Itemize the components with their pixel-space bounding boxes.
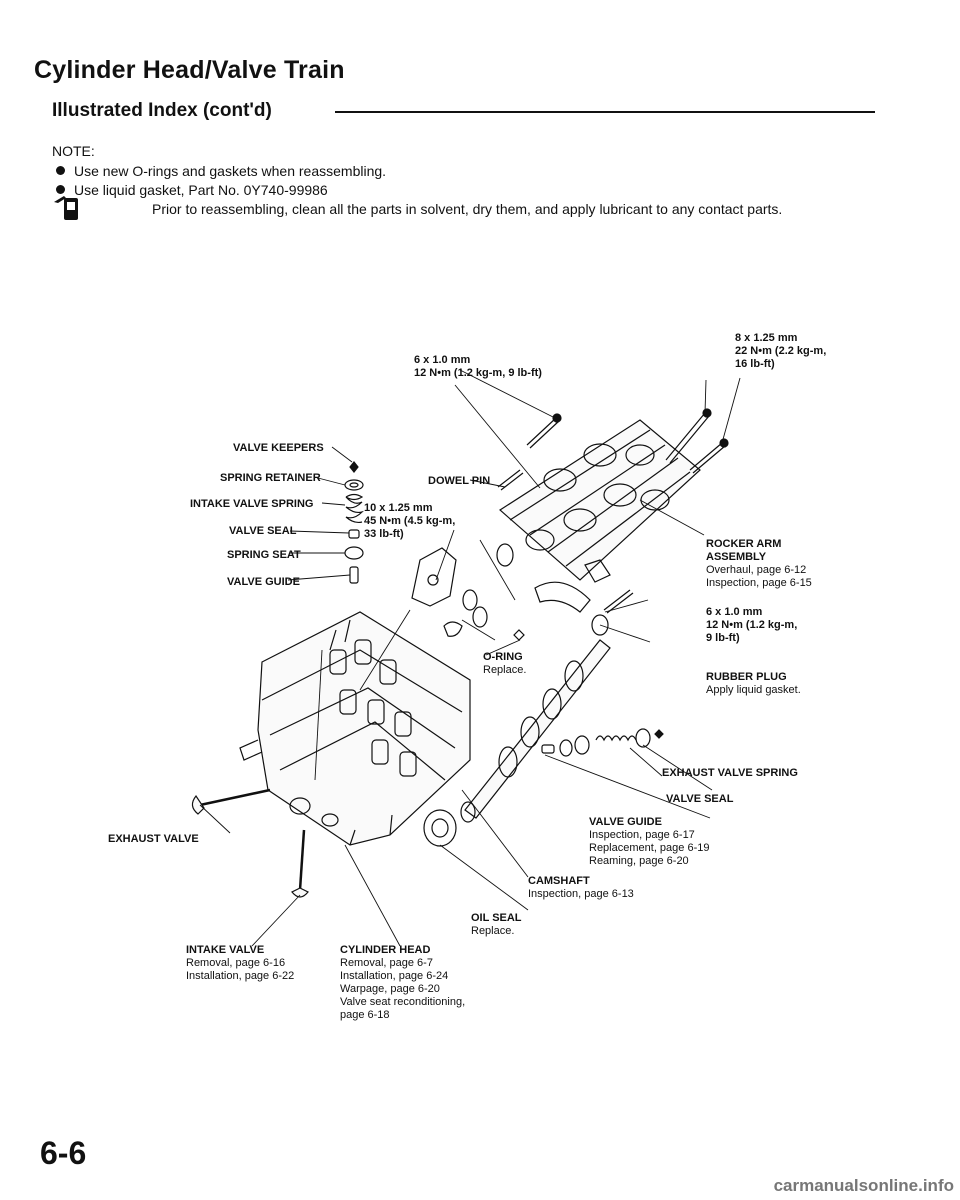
rocker-arm-label-cont: ASSEMBLY <box>706 551 767 563</box>
cylinder-head-label: CYLINDER HEAD <box>340 944 431 956</box>
o-ring-label: O-RING <box>483 651 523 663</box>
cylinder-head-ref: Removal, page 6-7 <box>340 957 433 969</box>
rubber-plug-ref: Apply liquid gasket. <box>706 684 801 696</box>
rocker-arm-ref: Inspection, page 6-15 <box>706 577 812 589</box>
dowel-pin-label: DOWEL PIN <box>428 475 491 487</box>
valve-seal-right-label: VALVE SEAL <box>666 793 734 805</box>
valve-guide-right-ref: Replacement, page 6-19 <box>589 842 710 854</box>
valve-guide-right-ref: Reaming, page 6-20 <box>589 855 689 867</box>
rocker-arm-ref: Overhaul, page 6-12 <box>706 564 807 576</box>
rubber-plug-drawing <box>591 614 609 636</box>
intake-valve-spring-label: INTAKE VALVE SPRING <box>190 498 314 510</box>
rubber-plug-label: RUBBER PLUG <box>706 671 787 683</box>
valve-component-stack <box>344 461 364 584</box>
bolt-6x10-right-torque-cont: 9 lb-ft) <box>706 632 740 644</box>
page-number: 6-6 <box>40 1135 87 1171</box>
section-subtitle: Illustrated Index (cont'd) <box>52 100 272 121</box>
bolt-8x125-spec: 8 x 1.25 mm <box>735 332 798 344</box>
bullet-icon <box>56 185 65 194</box>
oil-seal-label: OIL SEAL <box>471 912 522 924</box>
oil-can-icon <box>52 192 82 222</box>
watermark: carmanualsonline.info <box>773 1176 954 1195</box>
intake-valve-ref: Removal, page 6-16 <box>186 957 286 969</box>
valve-seal-left-label: VALVE SEAL <box>229 525 297 537</box>
rocker-arm-assembly-drawing <box>499 419 701 583</box>
bolt-6x10-right-spec: 6 x 1.0 mm <box>706 606 763 618</box>
valve-guide-left-label: VALVE GUIDE <box>227 576 300 588</box>
exhaust-valve-label: EXHAUST VALVE <box>108 833 199 845</box>
camshaft-drawing <box>460 639 611 823</box>
cylinder-head-ref: Valve seat reconditioning, <box>340 996 466 1008</box>
valve-keepers-label: VALVE KEEPERS <box>233 442 324 454</box>
cylinder-head-ref: page 6-18 <box>340 1009 390 1021</box>
note-item: Prior to reassembling, clean all the par… <box>152 201 783 217</box>
valve-guide-right-label: VALVE GUIDE <box>589 816 662 828</box>
note-item: Use new O-rings and gaskets when reassem… <box>56 163 386 179</box>
camshaft-ref: Inspection, page 6-13 <box>528 888 634 900</box>
cylinder-head-ref: Warpage, page 6-20 <box>340 983 440 995</box>
bullet-icon <box>56 166 65 175</box>
intake-valve-drawing <box>291 829 309 898</box>
exhaust-valve-spring-label: EXHAUST VALVE SPRING <box>662 767 798 779</box>
spring-retainer-label: SPRING RETAINER <box>220 472 321 484</box>
oil-seal-ref: Replace. <box>471 925 515 937</box>
cylinder-head-drawing <box>239 611 471 846</box>
header-rule <box>335 111 875 113</box>
bolt-8x125-torque: 22 N•m (2.2 kg-m, <box>735 345 827 357</box>
oil-seal-drawing <box>423 809 457 847</box>
bolt-6x10-top-spec: 6 x 1.0 mm <box>414 354 471 366</box>
exhaust-valve-drawing <box>191 788 271 815</box>
head-bracket-drawing <box>411 543 591 641</box>
cylinder-head-ref: Installation, page 6-24 <box>340 970 449 982</box>
bolt-6x10-top-torque: 12 N•m (1.2 kg-m, 9 lb-ft) <box>414 367 542 379</box>
page-title: Cylinder Head/Valve Train <box>34 56 345 84</box>
exhaust-valve-components-drawing <box>541 728 664 757</box>
bolt-drawings <box>497 408 729 614</box>
o-ring-ref: Replace. <box>483 664 527 676</box>
camshaft-label: CAMSHAFT <box>528 875 590 887</box>
bolt-10x125-torque: 45 N•m (4.5 kg-m, <box>364 515 456 527</box>
bolt-10x125-spec: 10 x 1.25 mm <box>364 502 433 514</box>
valve-guide-right-ref: Inspection, page 6-17 <box>589 829 695 841</box>
note-heading: NOTE: <box>52 143 95 159</box>
intake-valve-label: INTAKE VALVE <box>186 944 265 956</box>
spring-seat-label: SPRING SEAT <box>227 549 301 561</box>
leader-lines <box>199 369 741 947</box>
bolt-10x125-torque-cont: 33 lb-ft) <box>364 528 404 540</box>
note-item: Use liquid gasket, Part No. 0Y740-99986 <box>56 182 328 198</box>
bolt-8x125-torque-cont: 16 lb-ft) <box>735 358 775 370</box>
rocker-arm-label: ROCKER ARM <box>706 538 782 550</box>
bolt-6x10-right-torque: 12 N•m (1.2 kg-m, <box>706 619 798 631</box>
intake-valve-ref: Installation, page 6-22 <box>186 970 295 982</box>
